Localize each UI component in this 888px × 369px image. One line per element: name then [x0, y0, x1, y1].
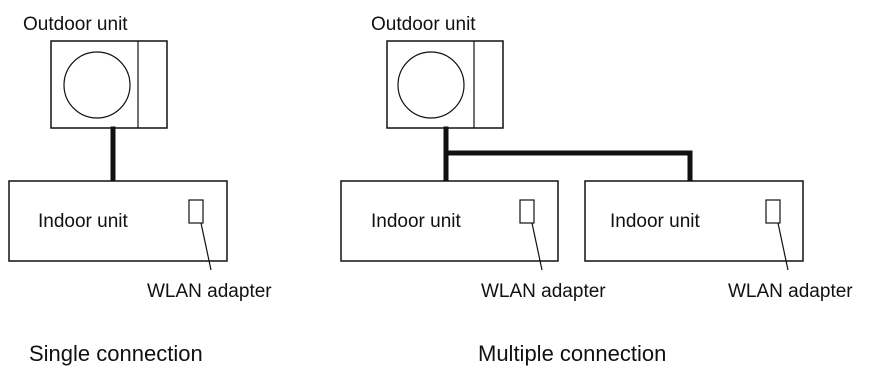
single-adapter-label: WLAN adapter	[147, 281, 272, 302]
multiple-outdoor-fan-icon	[397, 51, 465, 119]
multiple-indoor-left-label: Indoor unit	[371, 211, 462, 232]
multiple-adapter-right-label: WLAN adapter	[728, 281, 853, 302]
multiple-indoor-right-label: Indoor unit	[610, 211, 701, 232]
multiple-indoor-right-body	[584, 180, 804, 262]
single-outdoor-unit-body	[50, 40, 168, 129]
single-adapter-leader-line	[200, 222, 212, 271]
single-connection-group: Outdoor unit Indoor unit WLAN adapter Si…	[8, 14, 272, 366]
multiple-indoor-unit-right: Indoor unit	[584, 180, 804, 262]
single-connection-caption: Single connection	[29, 341, 203, 366]
single-indoor-label: Indoor unit	[38, 211, 129, 232]
multiple-adapter-left-leader-line	[531, 222, 543, 271]
multiple-connection-caption: Multiple connection	[478, 341, 666, 366]
multiple-wlan-adapter-right-icon	[765, 199, 781, 224]
single-outdoor-label: Outdoor unit	[23, 14, 128, 35]
multiple-connection-group: Outdoor unit Indoor unit WLAN adapter In…	[340, 14, 853, 366]
multiple-refrigerant-pipe	[443, 126, 693, 183]
single-outdoor-unit	[50, 40, 168, 129]
single-outdoor-fan-icon	[63, 51, 131, 119]
multiple-outdoor-unit	[386, 40, 504, 129]
single-indoor-unit: Indoor unit	[8, 180, 228, 262]
multiple-adapter-right-leader-line	[777, 222, 789, 271]
multiple-indoor-left-body	[340, 180, 559, 262]
single-indoor-unit-body	[8, 180, 228, 262]
multiple-adapter-left-label: WLAN adapter	[481, 281, 606, 302]
multiple-indoor-unit-left: Indoor unit	[340, 180, 559, 262]
multiple-wlan-adapter-left-icon	[519, 199, 535, 224]
multiple-outdoor-label: Outdoor unit	[371, 14, 476, 35]
single-wlan-adapter-icon	[188, 199, 204, 224]
